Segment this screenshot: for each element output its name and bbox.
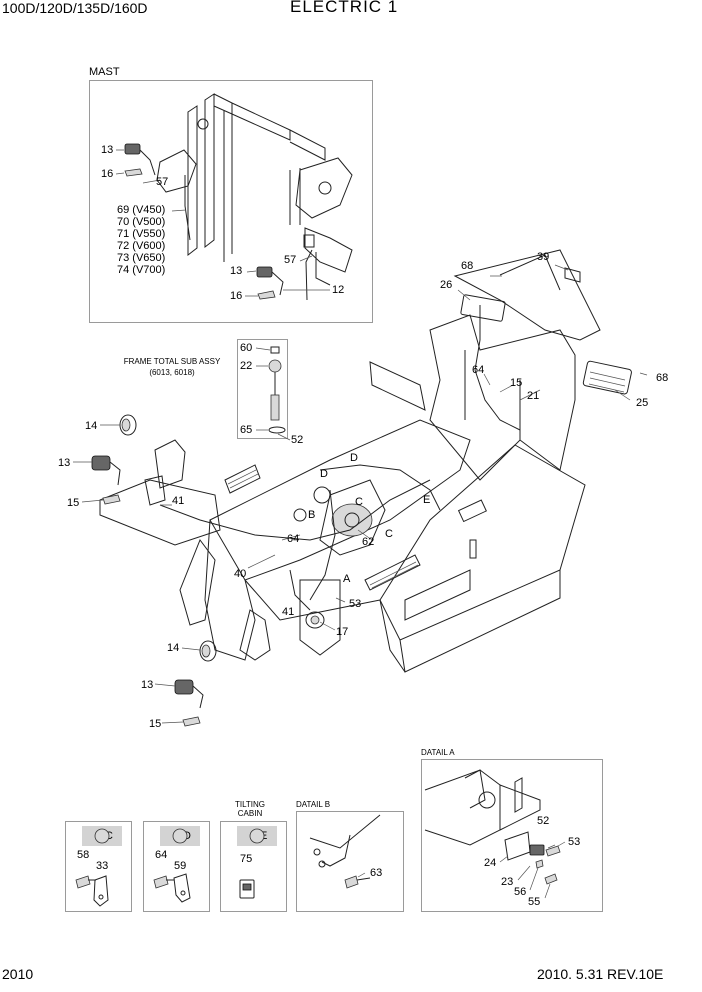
detail-c-panel [65, 821, 132, 912]
callout: 15 [67, 497, 80, 509]
detail-d-panel [143, 821, 210, 912]
callout: 53 [349, 598, 362, 610]
callout: 24 [484, 857, 497, 869]
callout: 15 [149, 718, 162, 730]
frame-sub-assy-note: (6013, 6018) [149, 368, 195, 377]
callout: 15 [510, 377, 523, 389]
ref-letter: C [385, 528, 393, 540]
callout: 52 [537, 815, 550, 827]
ref-letter: B [308, 509, 316, 521]
frame-sub-assy-heading: FRAME TOTAL SUB ASSY [123, 357, 221, 366]
detail-a-drawing [424, 769, 566, 899]
detail-a-panel [421, 759, 603, 912]
callout: 75 [240, 853, 253, 865]
callout: 53 [568, 836, 581, 848]
callout: 26 [440, 279, 453, 291]
callout: 14 [85, 420, 98, 432]
callout: 71 (V550) [117, 228, 166, 240]
callout: 68 [461, 260, 474, 272]
ref-letter: C [355, 496, 363, 508]
callout: 13 [101, 144, 114, 156]
frame-sub-assy-drawing [255, 346, 291, 441]
detail-d-drawing [153, 828, 191, 903]
ref-letter: D [320, 468, 328, 480]
callout: 64 [155, 849, 168, 861]
callout: 41 [172, 495, 185, 507]
callout: 72 (V600) [117, 240, 166, 252]
callout: 63 [370, 867, 383, 879]
callout: 41 [282, 606, 295, 618]
detail-e-heading-2: CABIN [237, 809, 263, 818]
detail-b-drawing [309, 814, 381, 889]
detail-b-heading: DATAIL B [296, 800, 331, 809]
callout: 22 [240, 360, 253, 372]
callout: 52 [291, 434, 304, 446]
callout: 68 [656, 372, 669, 384]
page-title: ELECTRIC 1 [290, 0, 399, 16]
detail-b-panel [296, 811, 404, 912]
callout: 57 [284, 254, 297, 266]
callout: 59 [174, 860, 187, 872]
frame-sub-assy-panel [237, 339, 288, 439]
callout: 13 [141, 679, 154, 691]
callout: 58 [77, 849, 90, 861]
detail-e-panel [220, 821, 287, 912]
callout: 65 [240, 424, 253, 436]
callout: 17 [336, 626, 349, 638]
callout: 56 [514, 886, 527, 898]
callout: 70 (V500) [117, 216, 166, 228]
mast-assembly [115, 93, 353, 301]
main-frame [73, 249, 648, 727]
model-list: 100D/120D/135D/160D [2, 0, 148, 16]
callout: 21 [527, 390, 540, 402]
callout: 73 (V650) [117, 252, 166, 264]
callout: 12 [332, 284, 345, 296]
callout: 39 [537, 251, 550, 263]
callout: 64 [287, 533, 300, 545]
callout: 74 (V700) [117, 264, 166, 276]
callout: 55 [528, 896, 541, 908]
ref-letter: A [343, 573, 351, 585]
callout: 13 [58, 457, 71, 469]
callout: 16 [230, 290, 243, 302]
ref-letter: D [350, 452, 358, 464]
revision-date: 2010. 5.31 REV.10E [537, 966, 664, 982]
detail-c-drawing [75, 828, 110, 907]
callout: 16 [101, 168, 114, 180]
callout: 69 (V450) [117, 204, 166, 216]
callout: 57 [156, 176, 169, 188]
callout: 33 [96, 860, 109, 872]
mast-heading: MAST [89, 66, 120, 78]
callout: 25 [636, 397, 649, 409]
detail-e-heading-1: TILTING [234, 800, 266, 809]
mast-panel [89, 80, 373, 323]
page-number: 2010 [2, 966, 34, 982]
callout: 40 [234, 568, 247, 580]
callout: 60 [240, 342, 253, 354]
detail-a-heading: DATAIL A [421, 748, 455, 757]
detail-e-drawing [239, 828, 265, 899]
callout: 64 [472, 364, 485, 376]
callout: 23 [501, 876, 514, 888]
ref-letter: E [423, 494, 431, 506]
callout: 14 [167, 642, 180, 654]
callout: 62 [362, 536, 375, 548]
callout: 13 [230, 265, 243, 277]
